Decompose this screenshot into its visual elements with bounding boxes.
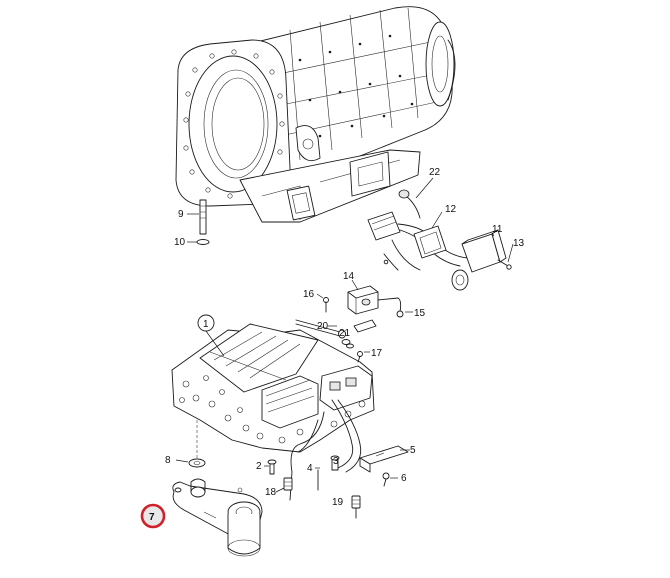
part-5-bracket: [359, 445, 409, 473]
callout-3: 3: [333, 456, 339, 467]
part-7-lever: [172, 478, 263, 557]
callout-13: 13: [513, 238, 525, 249]
part-9-tube: [196, 199, 210, 245]
callout-12: 12: [445, 204, 457, 215]
callout-highlight-7[interactable]: [140, 503, 166, 529]
callout-10: 10: [174, 237, 186, 248]
callout-8: 8: [165, 455, 171, 466]
callout-4: 4: [307, 463, 313, 474]
part-14-sensor: [323, 285, 404, 318]
part-1-valve-body: [171, 323, 375, 501]
callout-21: 21: [339, 328, 351, 339]
part-20-shaft: [295, 319, 346, 339]
harness-assembly: [367, 189, 512, 291]
part-18-sensor: [283, 477, 293, 491]
part-21-washers: [341, 319, 377, 349]
part-3-sensor: [330, 455, 340, 471]
callout-6: 6: [401, 473, 407, 484]
callout-20: 20: [317, 321, 329, 332]
part-8-washer: [188, 420, 206, 468]
callout-17: 17: [371, 348, 383, 359]
part-2-plug: [267, 459, 277, 475]
callout-19: 19: [332, 497, 344, 508]
part-6-bolt: [382, 472, 390, 487]
callout-11: 11: [492, 224, 503, 235]
transmission-housing: [175, 6, 456, 223]
callout-2: 2: [256, 461, 262, 472]
callout-9: 9: [178, 209, 184, 220]
callout-16: 16: [303, 289, 315, 300]
callout-5: 5: [410, 445, 416, 456]
part-17-bolt: [357, 351, 363, 363]
part-19-sensor: [351, 495, 361, 519]
callout-7[interactable]: 7: [149, 512, 155, 523]
callout-1: 1: [203, 319, 209, 330]
callout-15: 15: [414, 308, 426, 319]
callout-18: 18: [265, 487, 277, 498]
callout-22: 22: [429, 167, 441, 178]
callout-14: 14: [343, 271, 355, 282]
